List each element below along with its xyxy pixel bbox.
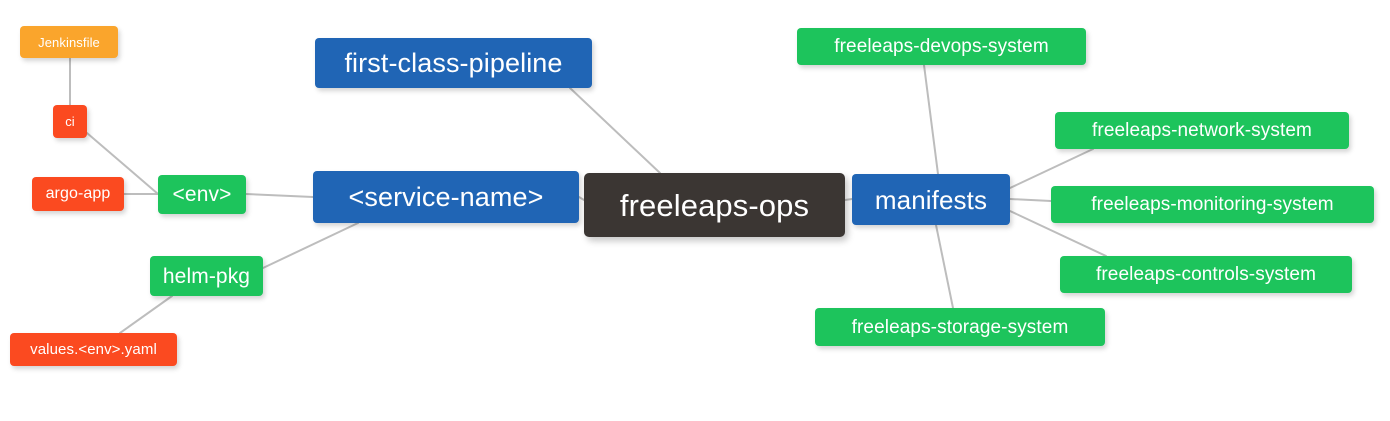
mindmap-node-env[interactable]: <env> [158,175,246,214]
mindmap-node-values-env-yaml[interactable]: values.<env>.yaml [10,333,177,366]
mindmap-node-manifests[interactable]: manifests [852,174,1010,225]
mindmap-node-freeleaps-devops-system[interactable]: freeleaps-devops-system [797,28,1086,65]
mindmap-node-freeleaps-storage-system[interactable]: freeleaps-storage-system [815,308,1105,346]
mindmap-node-first-class-pipeline[interactable]: first-class-pipeline [315,38,592,88]
mindmap-node-jenkinsfile[interactable]: Jenkinsfile [20,26,118,58]
mindmap-node-freeleaps-monitoring-system[interactable]: freeleaps-monitoring-system [1051,186,1374,223]
mindmap-node-helm-pkg[interactable]: helm-pkg [150,256,263,296]
mindmap-node-service-name[interactable]: <service-name> [313,171,579,223]
mindmap-node-ci[interactable]: ci [53,105,87,138]
mindmap-node-argo-app[interactable]: argo-app [32,177,124,211]
mindmap-node-freeleaps-network-system[interactable]: freeleaps-network-system [1055,112,1349,149]
mindmap-node-freeleaps-ops[interactable]: freeleaps-ops [584,173,845,237]
mindmap-node-freeleaps-controls-system[interactable]: freeleaps-controls-system [1060,256,1352,293]
